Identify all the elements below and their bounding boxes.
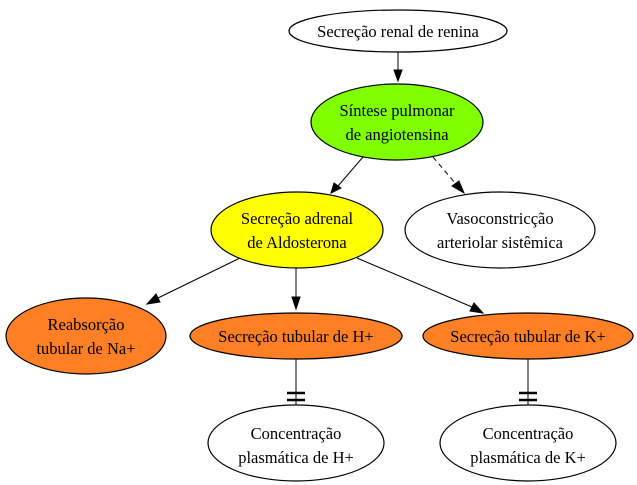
node-conc-k-label-line-1: Concentração — [483, 424, 574, 443]
node-aldosterona-label-line-1: Secreção adrenal — [241, 209, 354, 228]
edge-k-to-conc-k — [519, 359, 537, 405]
node-conc-h-label-line-1: Concentração — [251, 424, 342, 443]
node-angiotensina-label-line-2: de angiotensina — [345, 125, 449, 144]
node-h-shape — [189, 312, 403, 360]
node-aldosterona-label-line-2: de Aldosterona — [247, 233, 347, 252]
node-renina: Secreção renal de renina — [288, 9, 508, 53]
edge-aldosterona-to-na — [145, 257, 241, 305]
edge-h-to-conc-h — [287, 359, 305, 405]
node-renina-label: Secreção renal de renina — [317, 22, 479, 41]
node-conc-k-shape — [439, 404, 617, 482]
node-conc-h-label-line-2: plasmática de H+ — [238, 448, 354, 467]
node-vaso-label-line-1: Vasoconstricção — [446, 209, 553, 228]
node-na: Reabsorção tubular de Na+ — [5, 297, 167, 375]
node-h-label: Secreção tubular de H+ — [218, 327, 373, 346]
node-na-shape — [5, 297, 167, 375]
node-angiotensina-shape — [310, 83, 484, 161]
node-k-label: Secreção tubular de K+ — [450, 327, 605, 346]
node-angiotensina: Síntese pulmonar de angiotensina — [310, 83, 484, 161]
node-conc-h: Concentração plasmática de H+ — [207, 404, 385, 482]
node-angiotensina-label-line-1: Síntese pulmonar — [339, 101, 455, 120]
node-vaso-label-line-2: arteriolar sistêmica — [437, 233, 564, 252]
node-aldosterona: Secreção adrenal de Aldosterona — [210, 191, 384, 269]
edge-aldosterona-to-h — [291, 267, 301, 311]
node-na-label-line-2: tubular de Na+ — [36, 339, 135, 358]
node-aldosterona-shape — [210, 191, 384, 269]
edge-angiotensina-to-aldosterona — [330, 156, 364, 194]
edge-aldosterona-to-k — [356, 257, 485, 314]
node-na-label-line-1: Reabsorção — [48, 315, 125, 334]
node-renina-shape — [288, 9, 508, 53]
node-k: Secreção tubular de K+ — [422, 312, 634, 360]
edge-angiotensina-to-vaso — [432, 156, 466, 195]
node-conc-k-label-line-2: plasmática de K+ — [470, 448, 586, 467]
node-h: Secreção tubular de H+ — [189, 312, 403, 360]
node-conc-k: Concentração plasmática de K+ — [439, 404, 617, 482]
node-vaso-shape — [404, 191, 596, 269]
node-k-shape — [422, 312, 634, 360]
node-vaso: Vasoconstricção arteriolar sistêmica — [404, 191, 596, 269]
node-conc-h-shape — [207, 404, 385, 482]
edge-renina-to-angiotensina — [393, 52, 403, 83]
